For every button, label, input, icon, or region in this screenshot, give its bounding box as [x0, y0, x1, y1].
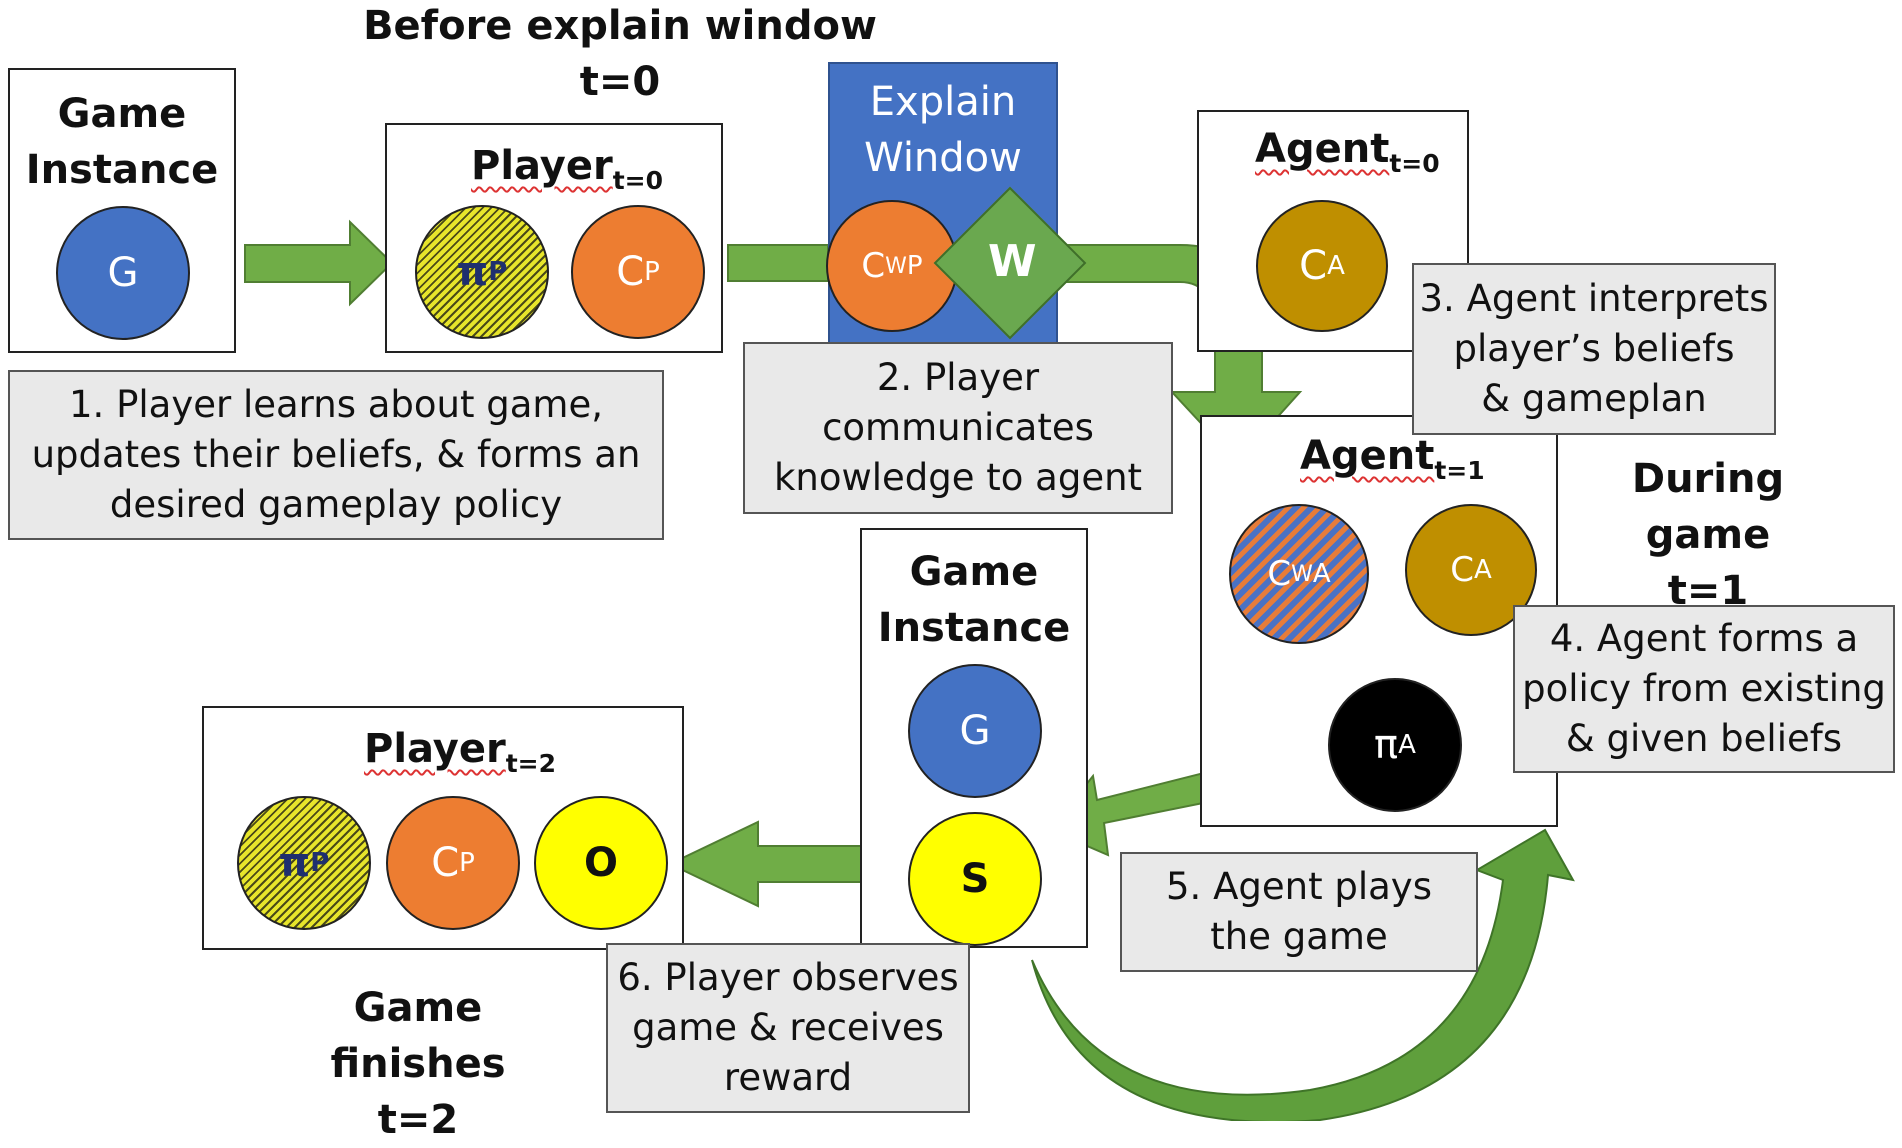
game-instance-bottom-box: Game Instance G S: [860, 528, 1088, 948]
arrow-game-loop: [1031, 828, 1575, 1121]
game-instance-top-box: Game Instance G: [8, 68, 236, 353]
step-5-note: 5. Agent plays the game: [1120, 852, 1478, 972]
player-t0-title: Playert=0: [471, 143, 664, 195]
arrow-player-to-explain: [727, 244, 829, 282]
player-t2-outcome-node: O: [534, 796, 668, 930]
heading-game-finishes: Game finishes t=2: [330, 985, 506, 1143]
game-node-g-bottom: G: [908, 664, 1042, 798]
heading-during-game: During game t=1: [1631, 456, 1785, 614]
agent-t0-title: Agentt=0: [1255, 126, 1440, 178]
arrow-game-to-player: [244, 219, 394, 307]
step-6-note: 6. Player observes game & receives rewar…: [606, 943, 970, 1113]
step-2-note: 2. Player communicates knowledge to agen…: [743, 342, 1173, 514]
heading-before-explain: Before explain window t=0: [363, 3, 877, 105]
step-1-note: 1. Player learns about game, updates the…: [8, 370, 664, 540]
game-instance-top-title: Game Instance: [25, 91, 219, 193]
player-t2-title: Playert=2: [364, 726, 557, 778]
window-node-w-label: W: [988, 236, 1037, 287]
game-node-g: G: [56, 206, 190, 340]
agent-t1-title: Agentt=1: [1300, 433, 1485, 485]
step-3-note: 3. Agent interprets player’s beliefs & g…: [1412, 263, 1776, 435]
step-4-note: 4. Agent forms a policy from existing & …: [1513, 605, 1895, 773]
game-instance-bottom-title: Game Instance: [877, 549, 1071, 651]
game-state-node-s: S: [908, 812, 1042, 946]
